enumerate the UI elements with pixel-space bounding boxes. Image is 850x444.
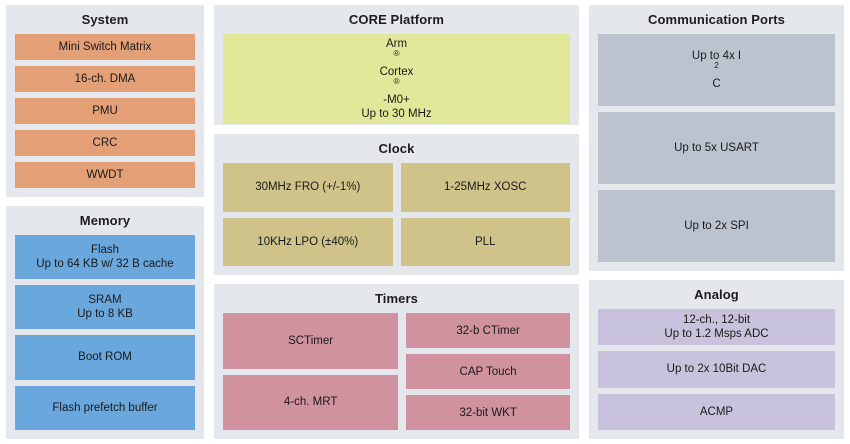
block-label: 32-b CTimer (456, 324, 520, 337)
timers-block-list: SCTimer 4-ch. MRT 32-b CTimer CAP Touch … (223, 313, 570, 431)
block-label: PLL (475, 235, 496, 248)
panel-title-core-platform: CORE Platform (348, 12, 445, 27)
panel-clock: Clock 30MHz FRO (+/-1%) 1-25MHz XOSC 10K… (214, 134, 579, 276)
block-label: Up to 5x USART (674, 141, 759, 154)
panel-title-memory: Memory (79, 212, 131, 228)
block-label: Up to 2x 10Bit DAC (666, 363, 767, 376)
panel-core-platform: CORE Platform Arm® Cortex®-M0+ Up to 30 … (214, 5, 579, 125)
block-label-line1: 12-ch., 12-bit (682, 313, 751, 326)
panel-memory: Memory Flash Up to 64 KB w/ 32 B cache S… (6, 205, 204, 439)
block-sctimer[interactable]: SCTimer (223, 313, 399, 369)
clock-block-list: 30MHz FRO (+/-1%) 1-25MHz XOSC 10KHz LPO… (223, 163, 570, 267)
panel-title-timers: Timers (375, 291, 418, 307)
memory-block-list: Flash Up to 64 KB w/ 32 B cache SRAM Up … (15, 234, 195, 430)
block-label-line1: Flash (90, 243, 120, 256)
block-label: Mini Switch Matrix (58, 40, 152, 53)
panel-title-clock: Clock (378, 141, 415, 156)
block-label: SCTimer (288, 334, 334, 347)
block-dac[interactable]: Up to 2x 10Bit DAC (598, 351, 835, 388)
block-label: 1-25MHz XOSC (444, 181, 527, 194)
block-label: 4-ch. MRT (283, 396, 338, 409)
block-lpo[interactable]: 10KHz LPO (±40%) (223, 217, 393, 267)
analog-block-list: 12-ch., 12-bit Up to 1.2 Msps ADC Up to … (598, 308, 835, 430)
block-label: 16-ch. DMA (74, 72, 136, 85)
superscript-two-icon: 2 (714, 61, 719, 71)
block-dma[interactable]: 16-ch. DMA (15, 65, 195, 92)
block-usart[interactable]: Up to 5x USART (598, 111, 835, 184)
registered-trademark-icon: ® (393, 77, 400, 87)
block-mini-switch-matrix[interactable]: Mini Switch Matrix (15, 34, 195, 60)
block-label: CRC (92, 136, 118, 149)
block-label-line2: Up to 1.2 Msps ADC (664, 327, 769, 340)
block-label: Up to 2x SPI (684, 219, 749, 232)
block-flash[interactable]: Flash Up to 64 KB w/ 32 B cache (15, 234, 195, 279)
panel-title-analog: Analog (694, 286, 739, 302)
block-fro[interactable]: 30MHz FRO (+/-1%) (223, 163, 393, 212)
panel-title-system: System (81, 12, 129, 27)
block-label: 32-bit WKT (459, 406, 517, 419)
block-label: Flash prefetch buffer (52, 401, 158, 414)
block-label: CAP Touch (459, 365, 517, 378)
block-label: 10KHz LPO (±40%) (257, 235, 359, 248)
block-cap-touch[interactable]: CAP Touch (406, 354, 570, 390)
block-flash-prefetch-buffer[interactable]: Flash prefetch buffer (15, 385, 195, 430)
panel-analog: Analog 12-ch., 12-bit Up to 1.2 Msps ADC… (589, 279, 844, 439)
core-block-list: Arm® Cortex®-M0+ Up to 30 MHz (223, 34, 570, 124)
block-pll[interactable]: PLL (400, 217, 570, 267)
block-mrt[interactable]: 4-ch. MRT (223, 374, 399, 430)
block-label: WWDT (86, 168, 124, 181)
block-acmp[interactable]: ACMP (598, 393, 835, 430)
block-wkt[interactable]: 32-bit WKT (406, 395, 570, 431)
registered-trademark-icon: ® (393, 49, 400, 59)
panel-timers: Timers SCTimer 4-ch. MRT 32-b CTimer CAP (214, 284, 579, 439)
block-label: 30MHz FRO (+/-1%) (255, 181, 361, 194)
system-block-list: Mini Switch Matrix 16-ch. DMA PMU CRC WW… (15, 34, 195, 188)
block-spi[interactable]: Up to 2x SPI (598, 189, 835, 262)
block-boot-rom[interactable]: Boot ROM (15, 335, 195, 380)
block-cpu-core[interactable]: Arm® Cortex®-M0+ Up to 30 MHz (223, 34, 570, 124)
block-ctimer[interactable]: 32-b CTimer (406, 313, 570, 349)
panel-system: System Mini Switch Matrix 16-ch. DMA PMU… (6, 5, 204, 197)
block-label-line2: Up to 8 KB (77, 308, 133, 321)
block-label-line1: SRAM (88, 294, 122, 307)
block-sram[interactable]: SRAM Up to 8 KB (15, 284, 195, 330)
block-adc[interactable]: 12-ch., 12-bit Up to 1.2 Msps ADC (598, 308, 835, 346)
block-pmu[interactable]: PMU (15, 97, 195, 124)
cpu-name: Arm® Cortex®-M0+ (379, 38, 414, 106)
cpu-frequency: Up to 30 MHz (361, 108, 432, 120)
panel-title-communication-ports: Communication Ports (648, 12, 785, 27)
block-label: PMU (92, 104, 118, 117)
block-crc[interactable]: CRC (15, 129, 195, 156)
timers-right-column: 32-b CTimer CAP Touch 32-bit WKT (406, 313, 570, 431)
block-xosc[interactable]: 1-25MHz XOSC (400, 163, 570, 212)
block-wwdt[interactable]: WWDT (15, 161, 195, 188)
block-label-line2: Up to 64 KB w/ 32 B cache (36, 257, 174, 270)
block-label: Boot ROM (78, 351, 132, 364)
block-label: ACMP (699, 405, 734, 418)
left-column: System Mini Switch Matrix 16-ch. DMA PMU… (6, 5, 204, 439)
timers-left-column: SCTimer 4-ch. MRT (223, 313, 399, 430)
middle-column: CORE Platform Arm® Cortex®-M0+ Up to 30 … (214, 5, 579, 439)
